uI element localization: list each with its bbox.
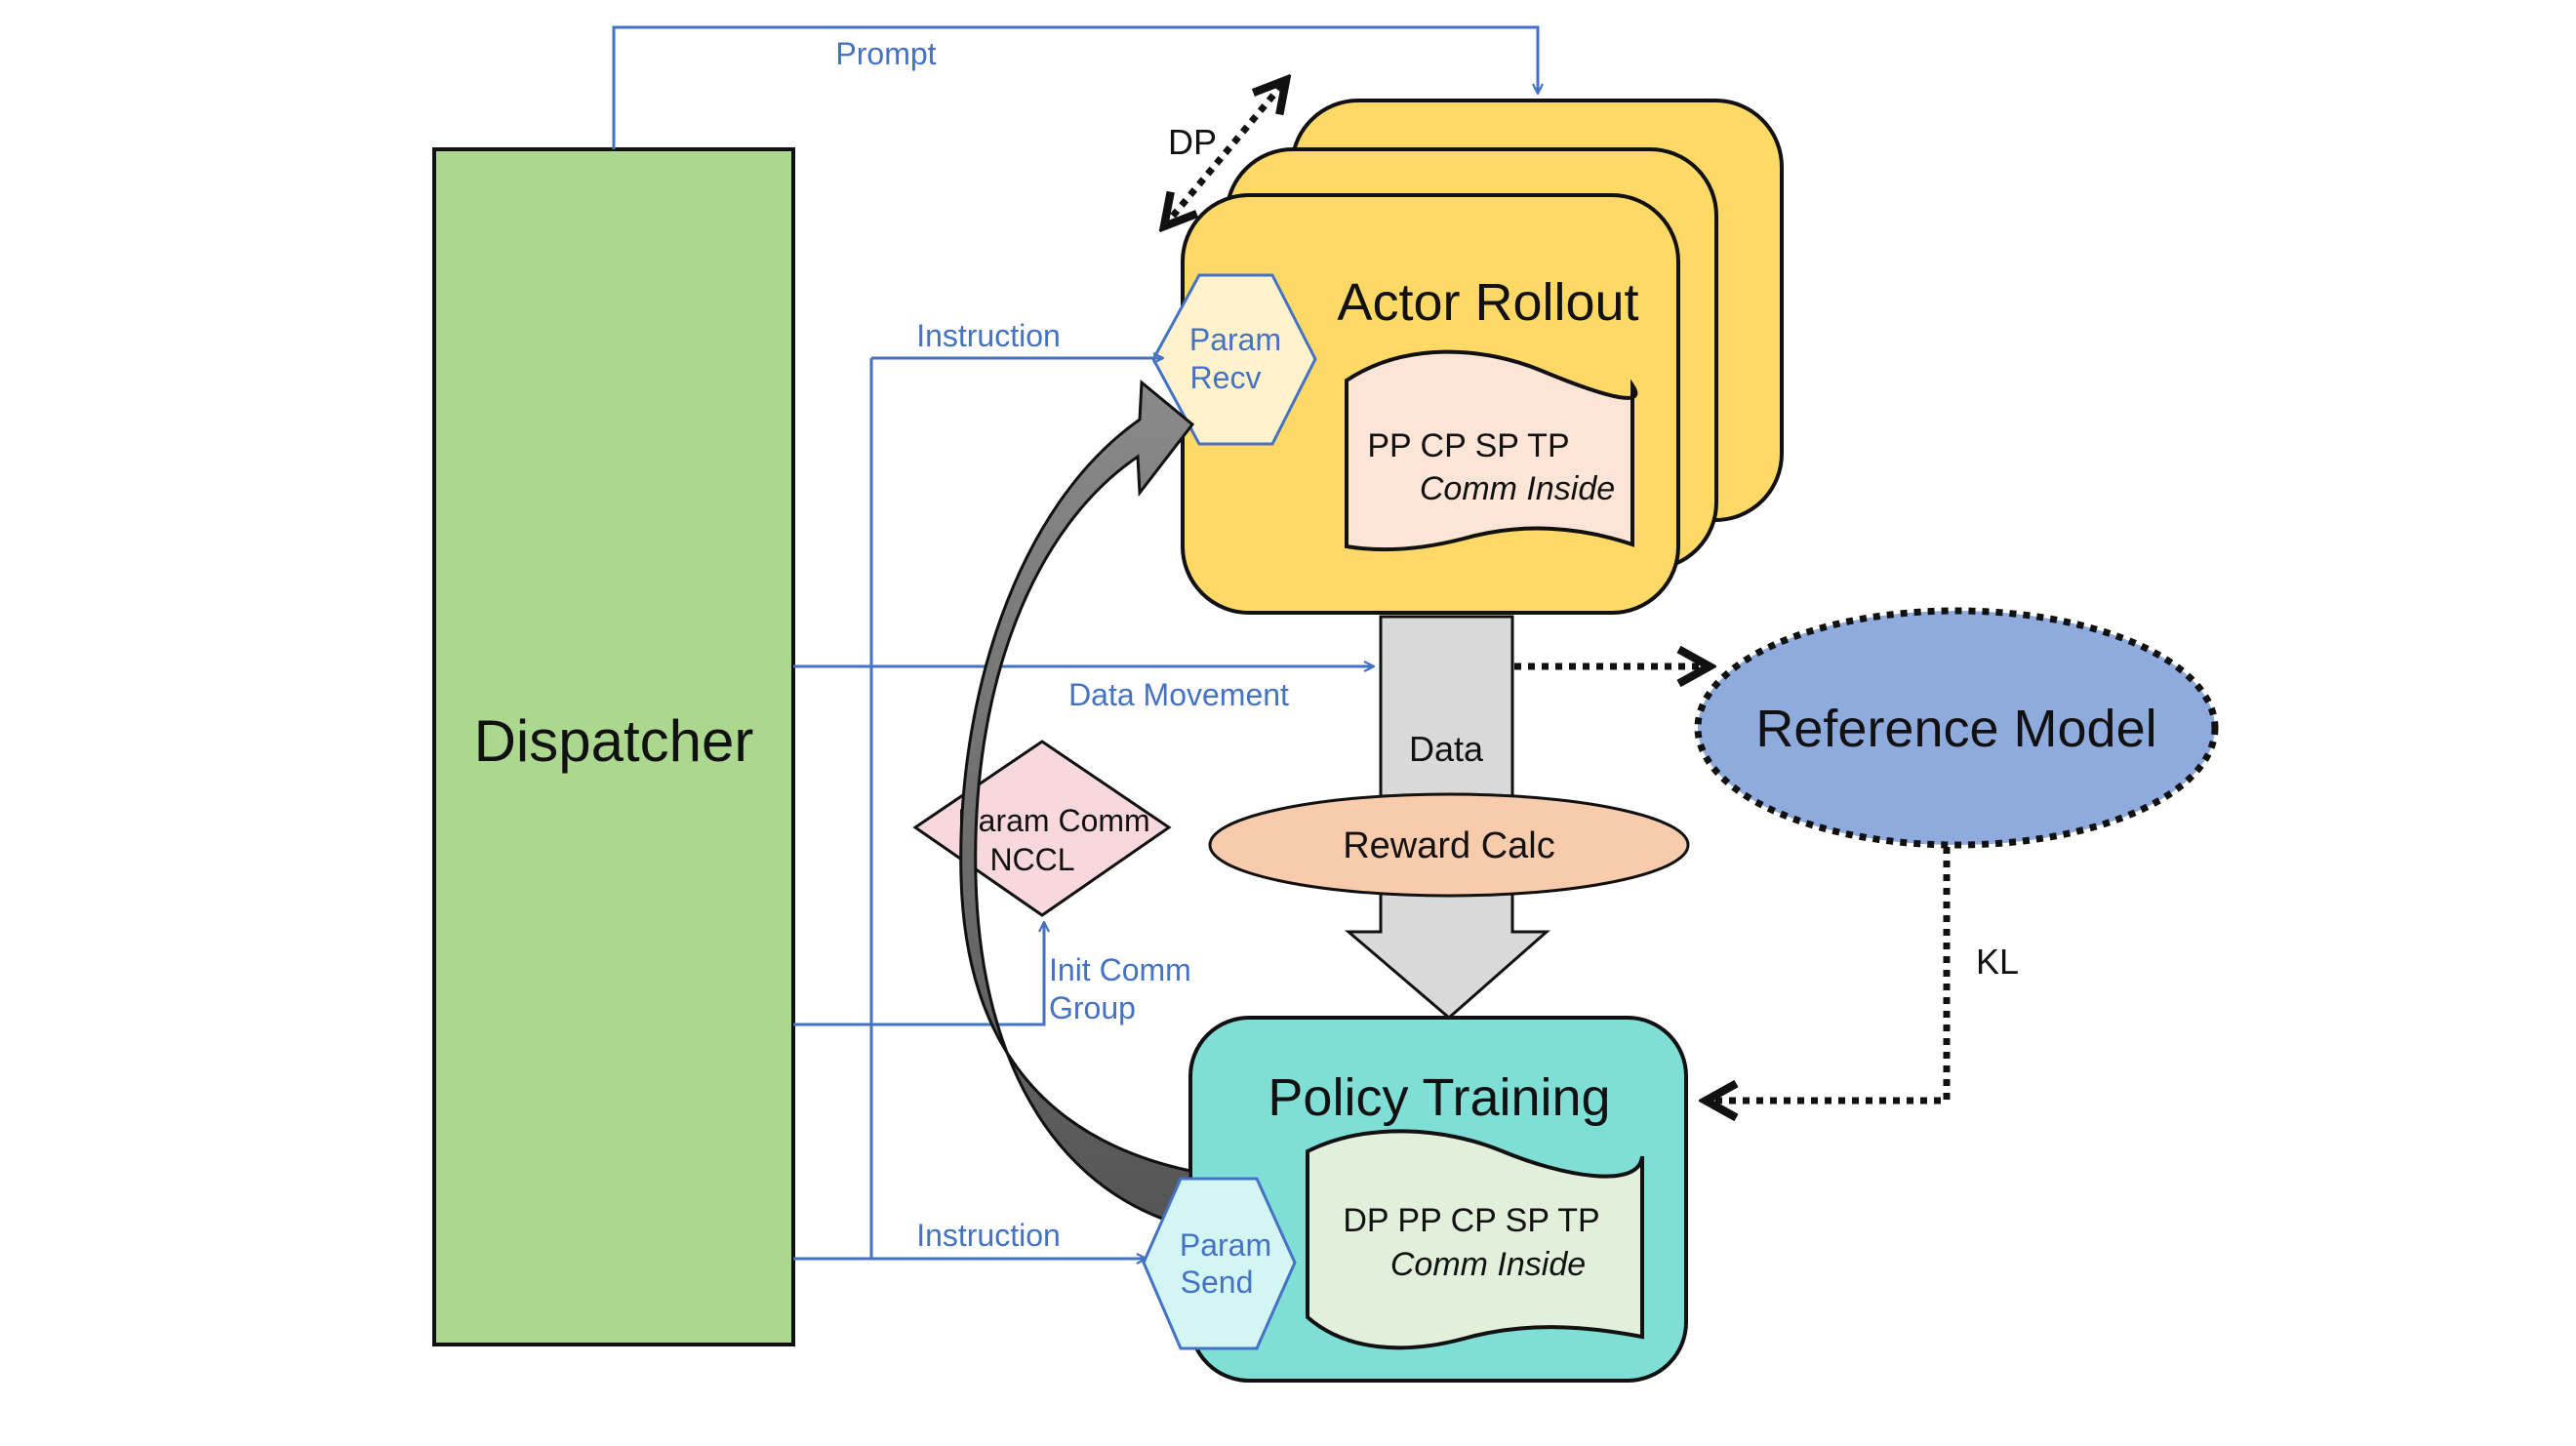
init-comm-label-1: Init Comm — [1049, 952, 1191, 987]
param-send-label-2: Send — [1181, 1265, 1254, 1300]
kl-label: KL — [1976, 942, 2019, 982]
policy-parallel-text: DP PP CP SP TP — [1343, 1202, 1599, 1239]
param-comm-label-2: NCCL — [989, 842, 1074, 877]
policy-training-title: Policy Training — [1268, 1068, 1610, 1127]
data-label: Data — [1409, 729, 1484, 769]
param-recv-label-2: Recv — [1190, 360, 1262, 395]
param-send-node — [1142, 1177, 1297, 1350]
actor-parallel-text: PP CP SP TP — [1367, 427, 1569, 464]
prompt-edge — [612, 25, 1538, 149]
init-comm-edge — [793, 922, 1044, 1026]
actor-comm-text: Comm Inside — [1420, 470, 1615, 507]
reference-model-node — [1694, 607, 2219, 849]
policy-parallel-doc — [1306, 1129, 1644, 1350]
dp-edge — [1164, 80, 1286, 226]
param-send-label-1: Param — [1180, 1227, 1271, 1263]
policy-comm-text: Comm Inside — [1390, 1246, 1586, 1283]
dispatcher-box — [432, 147, 795, 1346]
param-transfer-arrow — [959, 379, 1195, 1229]
dp-label: DP — [1168, 122, 1217, 162]
data-movement-label: Data Movement — [1068, 677, 1289, 712]
dispatcher-label: Dispatcher — [474, 708, 754, 774]
actor-rollout-title: Actor Rollout — [1337, 273, 1638, 332]
actor-parallel-doc — [1345, 349, 1638, 552]
reference-model-label: Reference Model — [1755, 700, 2156, 758]
param-comm-label-1: Param Comm — [957, 803, 1149, 838]
init-comm-label-2: Group — [1049, 990, 1136, 1025]
prompt-label: Prompt — [835, 36, 936, 71]
reward-calc-label: Reward Calc — [1343, 825, 1555, 866]
reward-calc-node — [1208, 792, 1690, 898]
instruction-top-label: Instruction — [916, 318, 1061, 353]
kl-edge — [1706, 847, 1951, 1101]
param-recv-label-1: Param — [1189, 322, 1281, 357]
instruction-bottom-label: Instruction — [916, 1218, 1061, 1253]
